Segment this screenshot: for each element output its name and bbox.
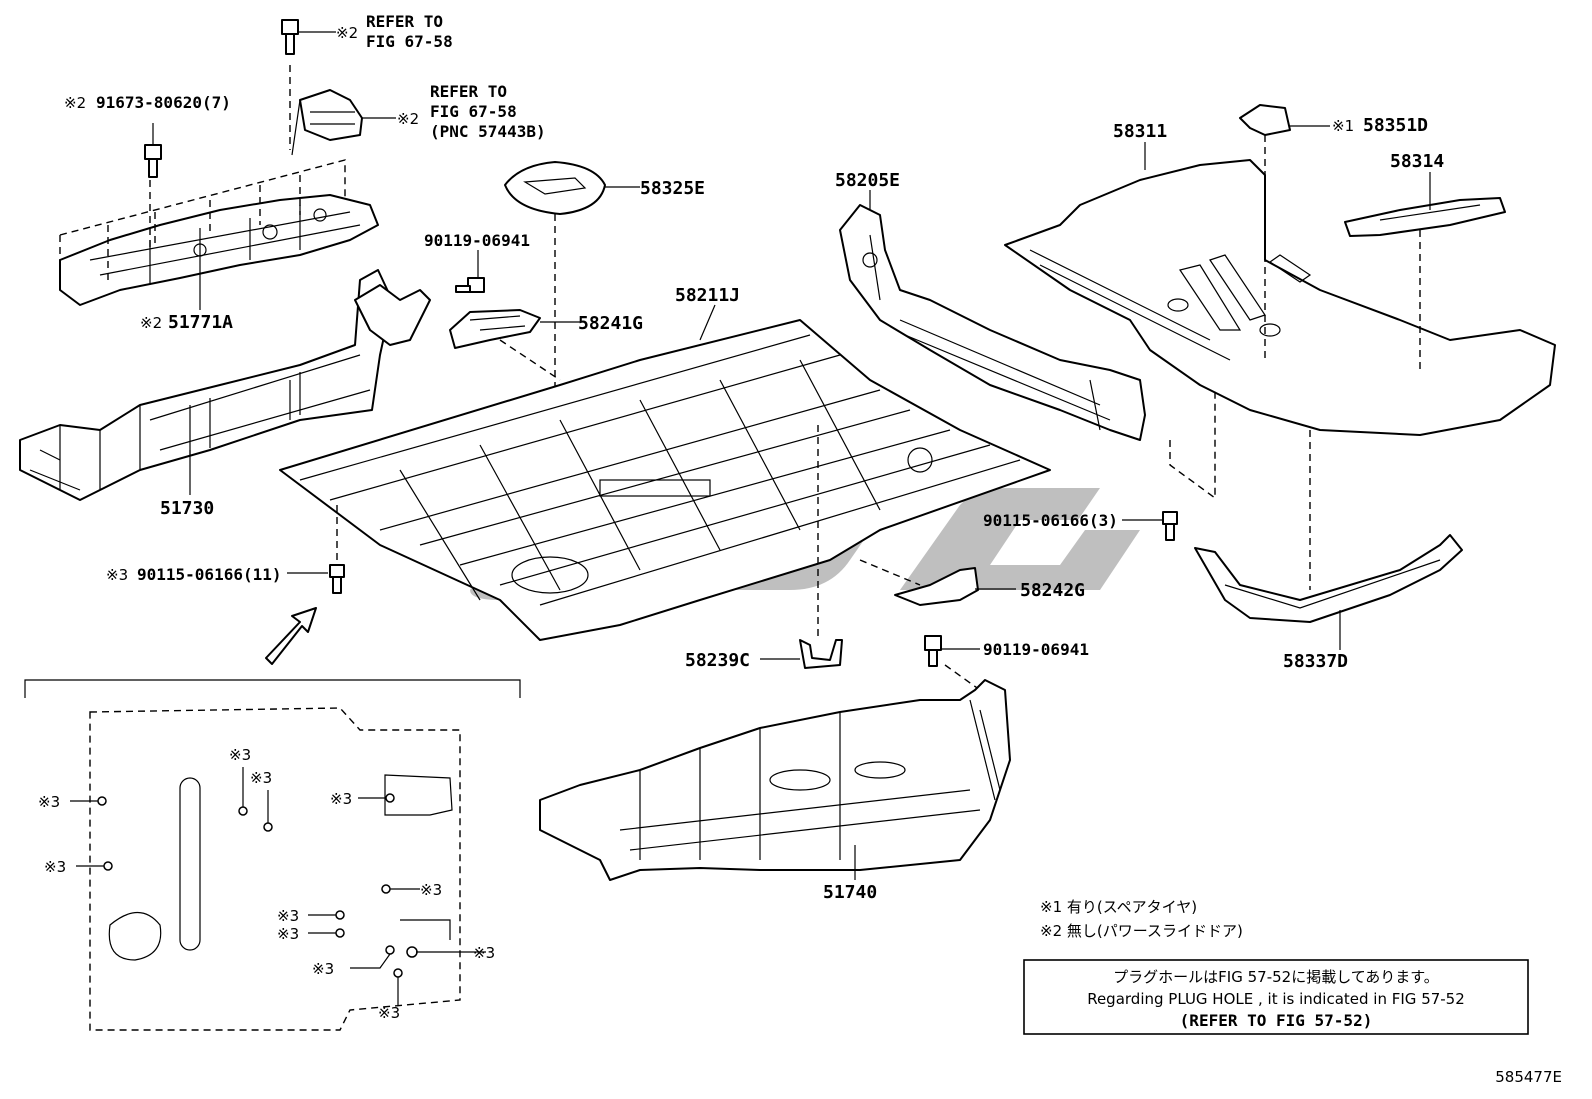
part-58337D[interactable] (1194, 534, 1463, 623)
inset-mark-3: ※3 (420, 881, 442, 899)
part-58325E[interactable] (504, 161, 606, 215)
legend: ※1 有り(スペアタイヤ) ※2 無し(パワースライドドア) (1040, 898, 1243, 940)
inset-mark-3: ※3 (277, 925, 299, 943)
part-58314[interactable] (1344, 197, 1506, 237)
assembly-dash-90115-3 (1169, 390, 1216, 500)
notice-en: Regarding PLUG HOLE , it is indicated in… (1087, 990, 1465, 1008)
label-58311: 58311 (1113, 121, 1167, 142)
mark-2-label: ※2 (336, 24, 358, 42)
label-51771A: 51771A (168, 312, 233, 333)
label-58211J: 58211J (675, 285, 740, 306)
label-90115-3: 90115-06166(3) (983, 511, 1118, 530)
inset-mark-3: ※3 (44, 858, 66, 876)
refer-top-line1: REFER TO (366, 12, 443, 31)
refer-top-line2: FIG 67-58 (366, 32, 453, 51)
mark-3-label: ※3 (106, 566, 128, 584)
mark-2-label: ※2 (397, 110, 419, 128)
inset-mark-3: ※3 (378, 1004, 400, 1022)
assembly-dash-58242G (859, 559, 921, 586)
label-90119-06941-bottom: 90119-06941 (983, 640, 1089, 659)
bolt-90115-3-icon (1162, 511, 1178, 541)
inset-mark-3: ※3 (250, 769, 272, 787)
part-58211J[interactable] (279, 319, 1051, 641)
part-58242G[interactable] (894, 567, 979, 606)
inset-mark-3: ※3 (38, 793, 60, 811)
bracket-57443B-icon (291, 89, 363, 156)
label-51740: 51740 (823, 882, 877, 903)
inset-mark-3: ※3 (312, 960, 334, 978)
mark-2-label: ※2 (64, 94, 86, 112)
view-direction-arrow-icon (265, 607, 317, 665)
label-58337D: 58337D (1283, 651, 1348, 672)
label-91673: 91673-80620(7) (96, 93, 231, 112)
part-51730[interactable] (19, 269, 431, 501)
refer-mid-line2: FIG 67-58 (430, 102, 517, 121)
mark-1-label: ※1 (1332, 117, 1354, 135)
label-90115-11: 90115-06166(11) (137, 565, 282, 584)
label-90119-06941-top: 90119-06941 (424, 231, 530, 250)
label-58314: 58314 (1390, 151, 1444, 172)
refer-mid-line1: REFER TO (430, 82, 507, 101)
label-58351D: 58351D (1363, 115, 1428, 136)
labels: ※2 REFER TO FIG 67-58 ※2 REFER TO FIG 67… (38, 12, 1444, 1022)
part-58239C[interactable] (799, 639, 843, 669)
inset-mark-3: ※3 (277, 907, 299, 925)
part-58241G[interactable] (449, 309, 541, 349)
assembly-dashes-51771A (59, 65, 346, 280)
legend-mark-1: ※1 有り(スペアタイヤ) (1040, 898, 1197, 916)
notice-jp: プラグホールはFIG 57-52に掲載してあります。 (1113, 968, 1439, 986)
bolt-90115-11-icon (329, 564, 345, 594)
part-58311[interactable] (1004, 159, 1556, 436)
part-58205E[interactable] (839, 204, 1146, 441)
inset-mark-3: ※3 (229, 746, 251, 764)
inset-mark-3: ※3 (330, 790, 352, 808)
plug-hole-notice: プラグホールはFIG 57-52に掲載してあります。 Regarding PLU… (1023, 959, 1529, 1035)
mark-2-label: ※2 (140, 314, 162, 332)
bolt-90119-top-icon (455, 277, 485, 293)
part-51771A[interactable] (59, 194, 379, 306)
part-51740[interactable] (539, 679, 1011, 881)
inset-bottom-view (24, 679, 521, 1031)
illustration-code: 585477E (1495, 1068, 1562, 1086)
inset-mark-3: ※3 (473, 944, 495, 962)
label-58205E: 58205E (835, 170, 900, 191)
assembly-dash-90119-bottom (944, 664, 981, 691)
label-58241G: 58241G (578, 313, 643, 334)
label-51730: 51730 (160, 498, 214, 519)
bolt-90119-bottom-icon (924, 635, 942, 667)
label-58242G: 58242G (1020, 580, 1085, 601)
refer-mid-line3: (PNC 57443B) (430, 122, 546, 141)
legend-mark-2: ※2 無し(パワースライドドア) (1040, 922, 1243, 940)
notice-ref: (REFER TO FIG 57-52) (1180, 1011, 1373, 1030)
label-58325E: 58325E (640, 178, 705, 199)
label-58239C: 58239C (685, 650, 750, 671)
assembly-dash-58241G (499, 339, 561, 381)
leader-lines (152, 31, 1431, 880)
part-58351D[interactable] (1239, 104, 1291, 136)
